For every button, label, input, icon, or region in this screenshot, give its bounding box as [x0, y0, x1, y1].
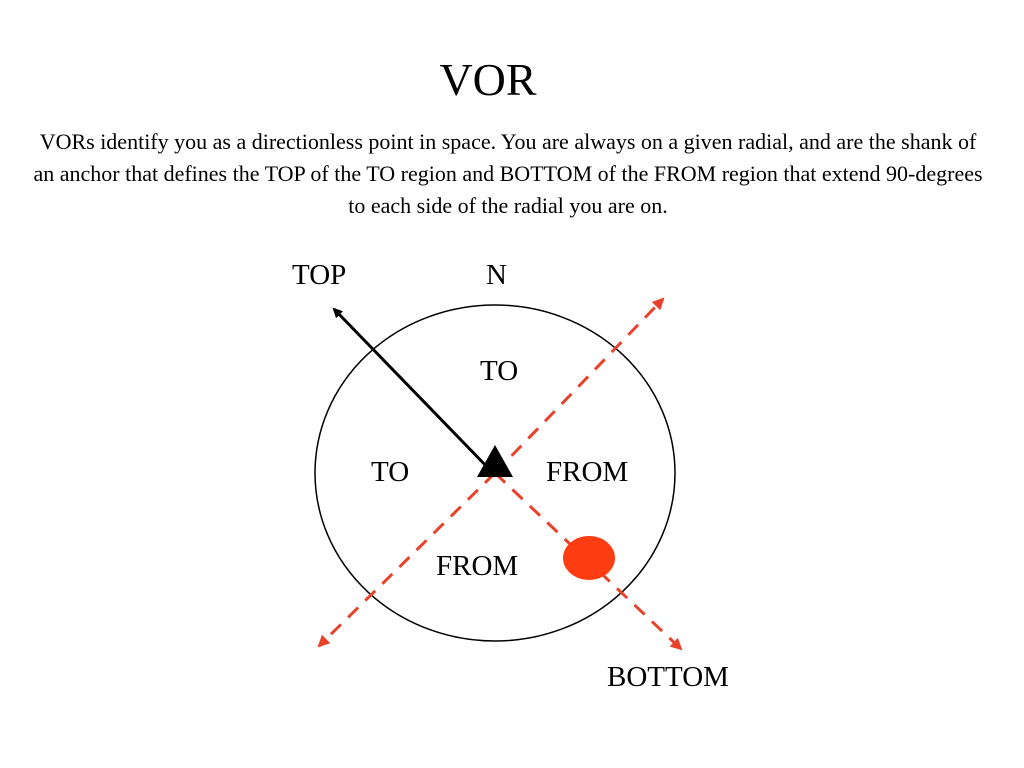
aircraft-position-dot	[563, 536, 615, 580]
dashed-line-upper-right	[493, 297, 665, 475]
top-arrow	[332, 307, 494, 474]
dashed-line-lower-left	[317, 471, 497, 648]
label-from-lower: FROM	[436, 550, 518, 582]
label-top: TOP	[292, 259, 346, 291]
label-from-right: FROM	[546, 456, 628, 488]
label-to-left: TO	[371, 456, 409, 488]
vor-circle	[314, 304, 676, 642]
slide-body-text: VORs identify you as a directionless poi…	[33, 129, 983, 218]
slide-title: VOR	[439, 54, 537, 105]
label-north: N	[486, 259, 507, 291]
label-bottom: BOTTOM	[607, 661, 729, 693]
label-to-upper: TO	[480, 355, 518, 387]
vor-station-triangle-icon	[477, 445, 513, 477]
